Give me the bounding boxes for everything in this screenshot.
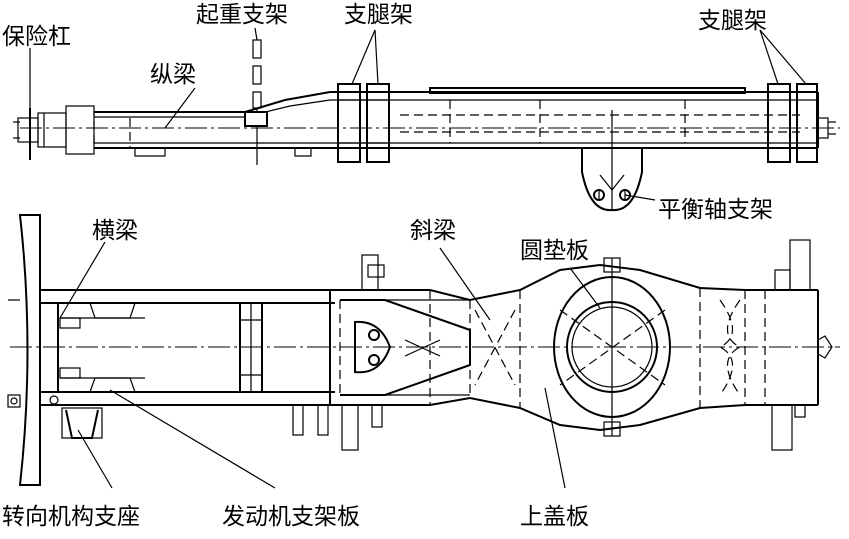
leader-lines-bottom — [59, 241, 601, 489]
outrigger-right — [767, 83, 818, 163]
label-steering-support: 转向机构支座 — [2, 504, 140, 530]
bumper-plate — [7, 214, 42, 486]
front-tow — [817, 117, 836, 139]
plan-view — [7, 214, 840, 489]
label-outrigger-right: 支腿架 — [698, 8, 767, 34]
labels: 保险杠 起重支架 支腿架 支腿架 纵梁 平衡轴支架 横梁 斜梁 圆垫板 转向机构… — [2, 2, 773, 530]
steering-support — [49, 395, 103, 439]
outriggers-plan — [341, 239, 833, 451]
main-box — [329, 263, 819, 432]
lifting-frame — [244, 39, 268, 165]
label-longitudinal-beam: 纵梁 — [150, 62, 196, 88]
label-cross-beam: 横梁 — [92, 218, 138, 244]
longitudinal-beam — [94, 87, 819, 157]
label-round-pad: 圆垫板 — [520, 238, 589, 264]
label-engine-bracket: 发动机支架板 — [222, 504, 360, 530]
bumper — [13, 105, 131, 160]
round-pad — [553, 257, 671, 437]
label-outrigger-left: 支腿架 — [344, 2, 413, 28]
label-bumper: 保险杠 — [2, 24, 71, 50]
frame-rails — [40, 289, 335, 406]
label-upper-cover: 上盖板 — [520, 504, 589, 530]
side-view — [13, 27, 840, 212]
label-balance-shaft-bracket: 平衡轴支架 — [658, 197, 773, 223]
balance-shaft-bracket — [581, 110, 643, 212]
engine-crossmember — [239, 302, 329, 436]
label-diagonal-beam: 斜梁 — [410, 218, 456, 244]
label-lifting-frame: 起重支架 — [196, 2, 288, 28]
leader-lines-top — [29, 27, 807, 201]
outrigger-left — [337, 83, 390, 163]
